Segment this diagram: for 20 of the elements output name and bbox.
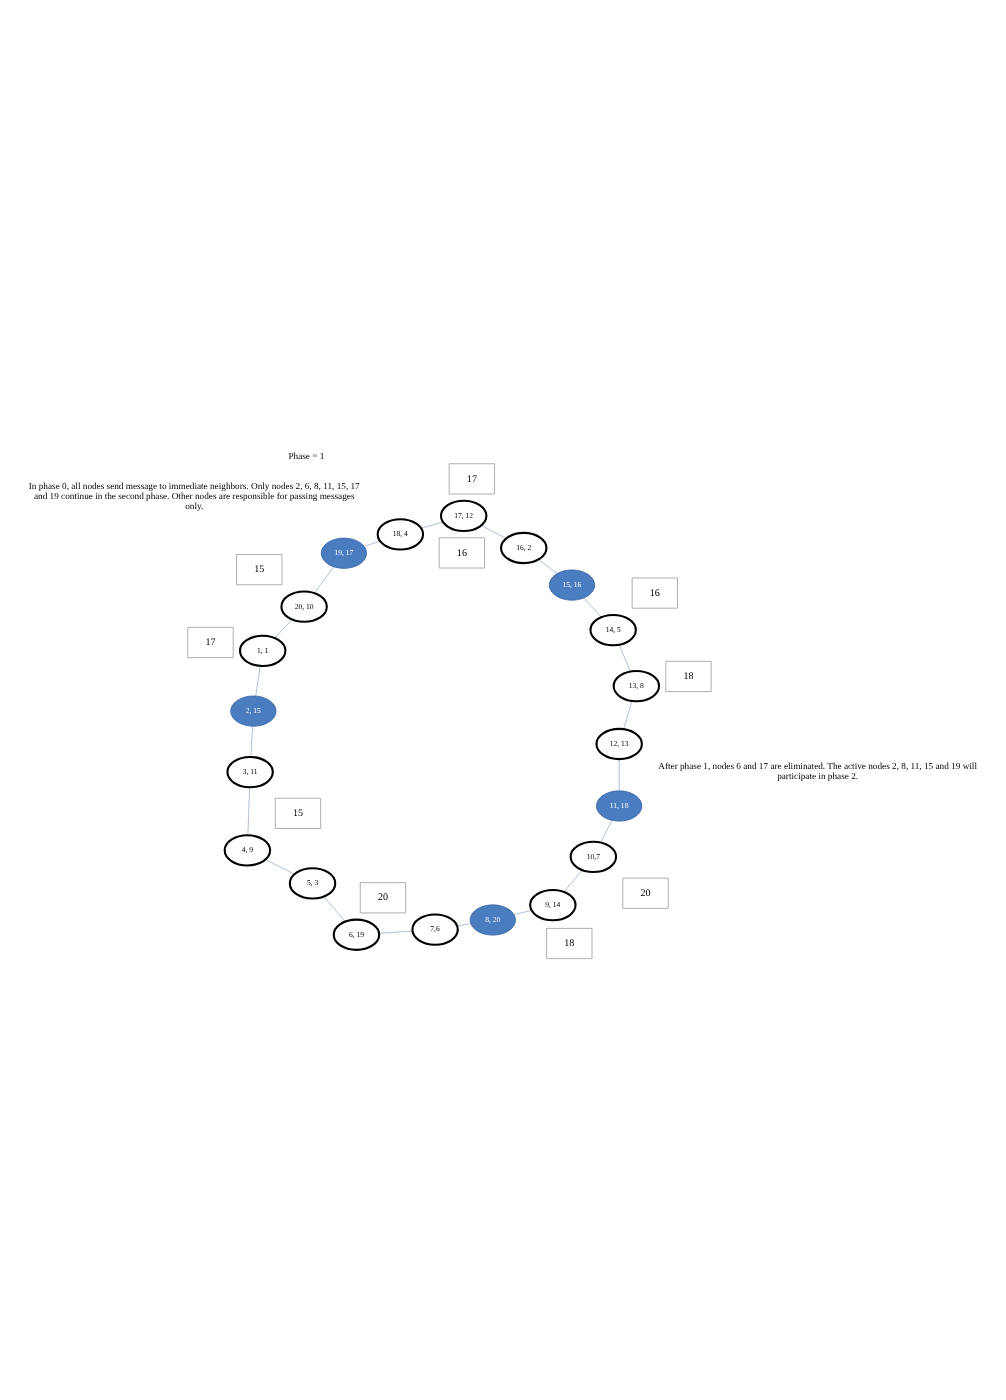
connector: [378, 930, 413, 934]
connector: [255, 665, 261, 697]
connector: [314, 566, 335, 594]
connector: [623, 700, 633, 730]
connector: [481, 525, 507, 539]
connector: [456, 923, 471, 927]
connector: [513, 909, 532, 916]
connector: [600, 820, 613, 843]
connector: [274, 619, 293, 639]
connector: [618, 758, 620, 792]
connector: [563, 869, 583, 893]
connector: [420, 521, 444, 529]
connector: [538, 559, 558, 574]
connector: [247, 787, 250, 836]
connector: [364, 540, 381, 547]
connector: [323, 896, 346, 922]
connector: [250, 726, 253, 758]
connector: [583, 597, 602, 618]
connector: [618, 644, 631, 672]
connector: [265, 859, 295, 875]
